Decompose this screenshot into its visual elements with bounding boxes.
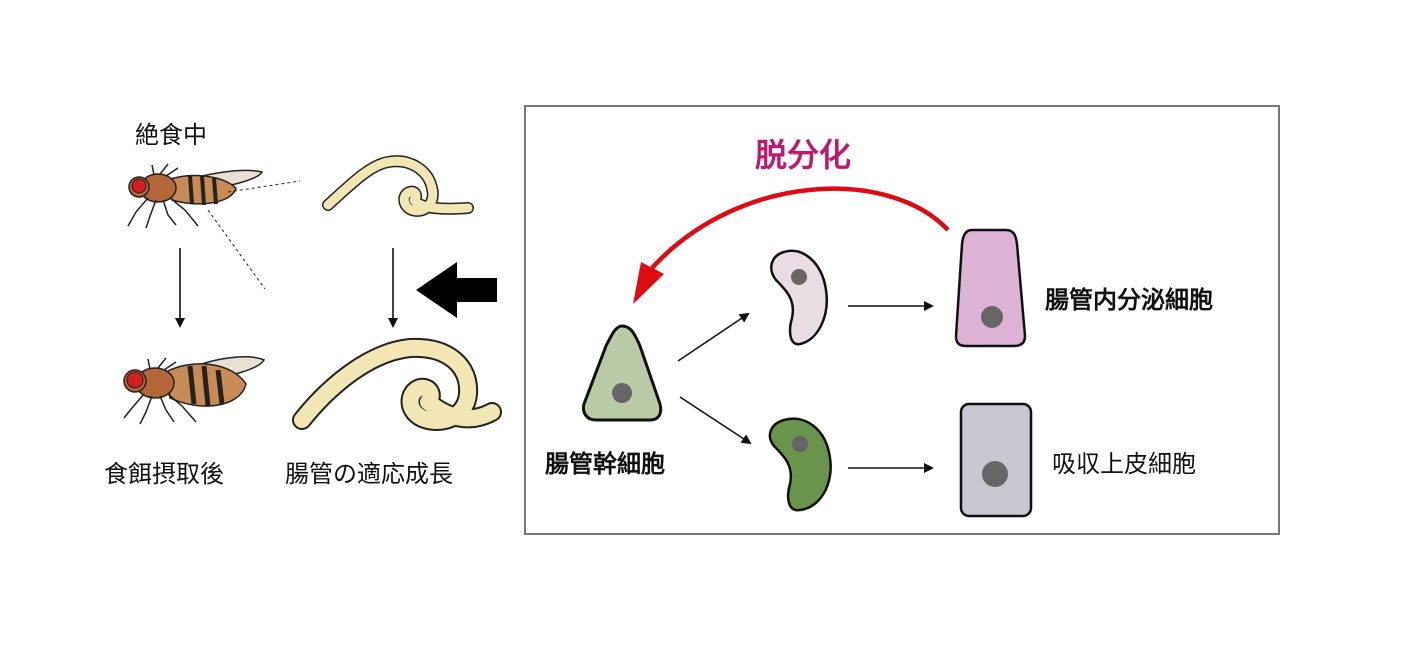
fasting-fly-icon [127, 163, 264, 229]
ec-progenitor-icon [768, 417, 832, 512]
stem-to-ec-arrow [679, 396, 752, 445]
stem-cell-label: 腸管幹細胞 [545, 450, 665, 478]
dediff-arrowhead-icon [633, 262, 664, 304]
zoom-line [207, 209, 266, 290]
cell-lineage-panel [524, 105, 1280, 535]
big-gut-icon [294, 339, 500, 429]
small-gut-icon [323, 156, 473, 216]
stem-cell-icon [582, 324, 663, 422]
fed-label: 食餌摂取後 [104, 460, 224, 488]
ee-progenitor-icon [770, 249, 829, 346]
ec-cell-label: 吸収上皮細胞 [1052, 450, 1196, 478]
stem-to-ee-arrow [677, 312, 750, 362]
gut-growth-label: 腸管の適応成長 [285, 460, 453, 488]
ee-cell-icon [954, 228, 1027, 348]
dediff-label: 脱分化 [755, 136, 851, 174]
ec-cell-icon [959, 402, 1033, 518]
dediff-arrow [650, 186, 950, 270]
ee-cell-label: 腸管内分泌細胞 [1045, 286, 1213, 314]
fasting-label: 絶食中 [135, 121, 207, 149]
zoom-line [227, 180, 301, 193]
fed-fly-icon [123, 356, 266, 425]
big-left-arrow-icon [416, 262, 497, 318]
